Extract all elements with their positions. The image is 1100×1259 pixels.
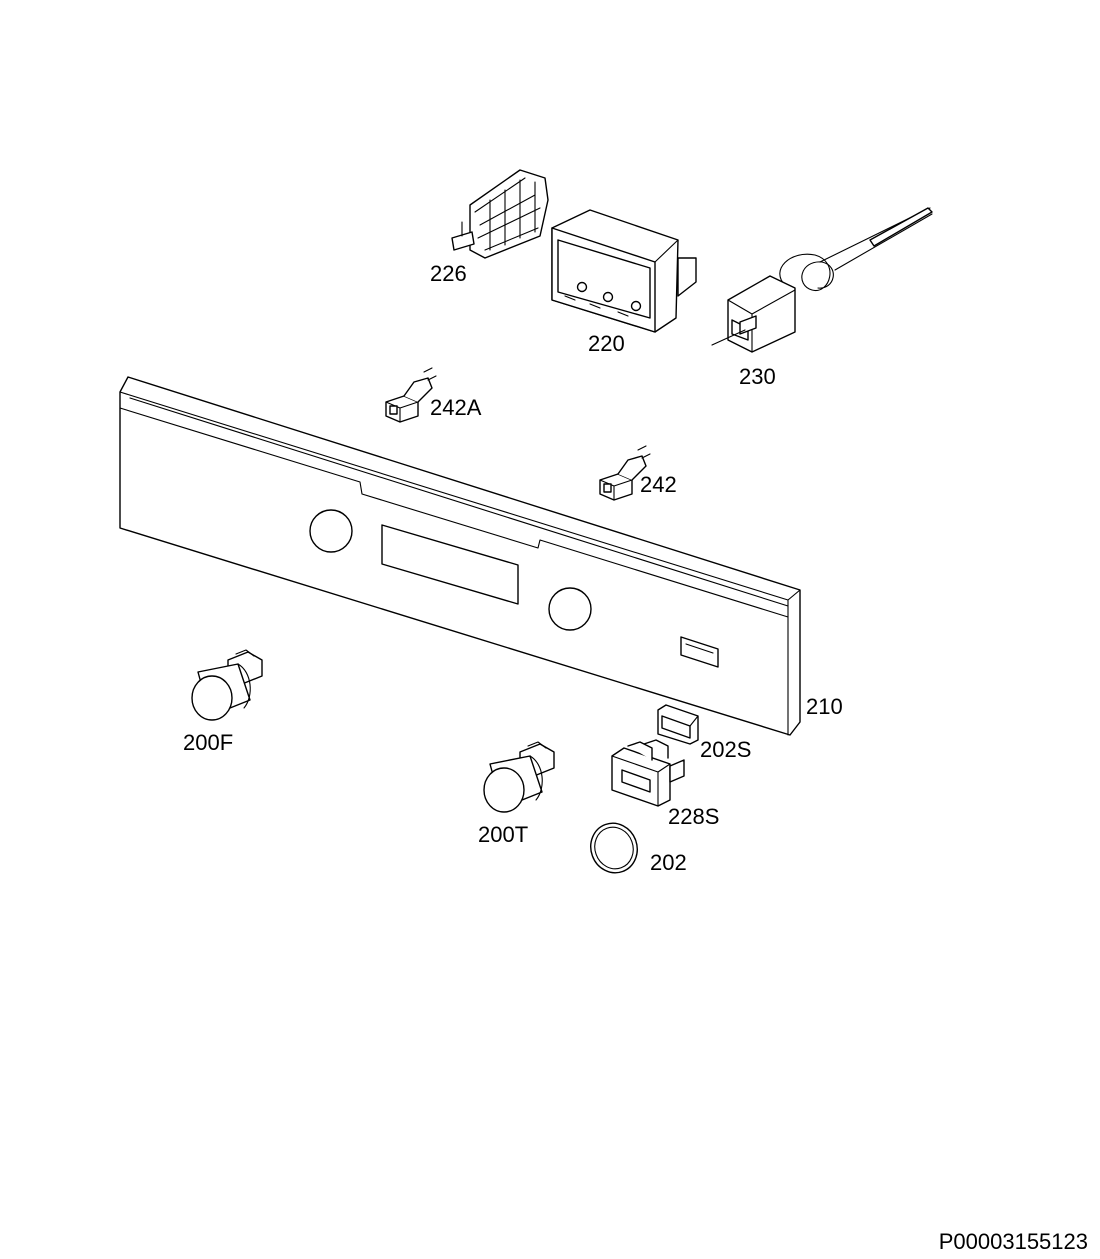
part-230-thermostat (711, 207, 933, 353)
label-202: 202 (650, 850, 687, 875)
part-202S-bezel (657, 704, 699, 745)
part-202-ring (590, 822, 638, 874)
part-242A-lamp-holder (385, 367, 437, 423)
part-200F-knob (191, 649, 263, 721)
part-242-lamp-holder (599, 445, 651, 501)
label-242: 242 (640, 472, 677, 497)
drawing-code: P00003155123 (939, 1229, 1088, 1254)
label-202S: 202S (700, 737, 751, 762)
label-228S: 228S (668, 804, 719, 829)
label-200T: 200T (478, 822, 528, 847)
part-228S-switch (611, 739, 685, 807)
label-210: 210 (806, 694, 843, 719)
label-226: 226 (430, 261, 467, 286)
part-226-selector-switch (451, 169, 549, 259)
label-220: 220 (588, 331, 625, 356)
label-230: 230 (739, 364, 776, 389)
label-200F: 200F (183, 730, 233, 755)
part-210-control-panel (119, 376, 801, 736)
part-200T-knob (483, 741, 555, 813)
label-242A: 242A (430, 395, 482, 420)
part-220-display-module (551, 209, 697, 333)
